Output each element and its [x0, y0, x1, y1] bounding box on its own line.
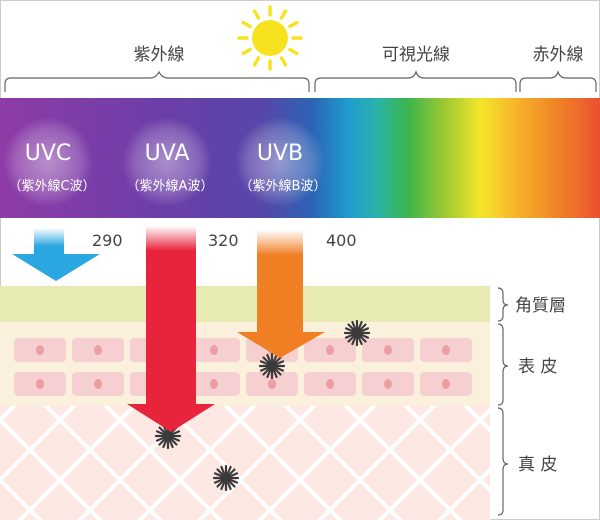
sun-ray — [241, 47, 252, 56]
stratum-corneum-layer — [0, 286, 490, 322]
uva-arrow — [127, 226, 215, 432]
spot-icon — [343, 319, 371, 347]
uva-glow — [122, 117, 212, 207]
epidermis-cell — [362, 372, 414, 396]
epidermis-cell — [304, 372, 356, 396]
uvb-glow — [235, 117, 325, 207]
wavelength-320: 320 — [208, 231, 239, 250]
group-label-visible: 可視光線 — [382, 45, 450, 65]
epidermis-bracket — [497, 323, 509, 406]
visible-brace — [314, 70, 517, 92]
sun-icon — [237, 5, 303, 71]
band-code-uvb: UVB — [257, 141, 303, 166]
band-sub-uvc: （紫外線C波） — [8, 178, 95, 194]
wavelength-290: 290 — [92, 231, 123, 250]
wavelength-400: 400 — [326, 231, 357, 250]
uv-brace — [4, 70, 310, 92]
group-label-ir: 赤外線 — [533, 45, 584, 65]
spot-icon — [212, 464, 240, 492]
sun-ray — [279, 9, 288, 20]
uvc-glow — [3, 117, 93, 207]
epidermis-cell — [420, 372, 472, 396]
epidermis-cell — [14, 372, 66, 396]
layer-label-dermis: 真 皮 — [518, 455, 557, 475]
sun-ray — [252, 9, 261, 20]
epidermis-cell — [188, 372, 240, 396]
epidermis-cell — [246, 372, 298, 396]
uvc-arrow — [12, 228, 100, 281]
group-label-uv: 紫外線 — [134, 45, 185, 65]
uvb-arrow — [237, 230, 325, 358]
epidermis-cell — [14, 338, 66, 362]
sun-ray — [288, 47, 299, 56]
sun-ray — [252, 56, 261, 67]
epidermis-cell — [420, 338, 472, 362]
stratum-bracket — [497, 287, 509, 322]
band-sub-uvb: （紫外線B波） — [240, 178, 327, 194]
ir-brace — [519, 70, 597, 92]
dermis-layer — [0, 406, 490, 520]
band-code-uvc: UVC — [25, 141, 72, 166]
band-sub-uva: （紫外線A波） — [127, 178, 214, 194]
sun-ray — [279, 56, 288, 67]
epidermis-cell — [72, 338, 124, 362]
sun-ray — [288, 20, 299, 29]
dermis-bracket — [497, 407, 509, 516]
epidermis-cell — [72, 372, 124, 396]
epidermis-cell — [362, 338, 414, 362]
layer-label-epidermis: 表 皮 — [518, 357, 557, 377]
layer-label-stratum: 角質層 — [515, 296, 566, 316]
epidermis-cell — [304, 338, 356, 362]
band-code-uva: UVA — [145, 141, 190, 166]
epidermis-cell — [188, 338, 240, 362]
sun-ray — [241, 20, 252, 29]
